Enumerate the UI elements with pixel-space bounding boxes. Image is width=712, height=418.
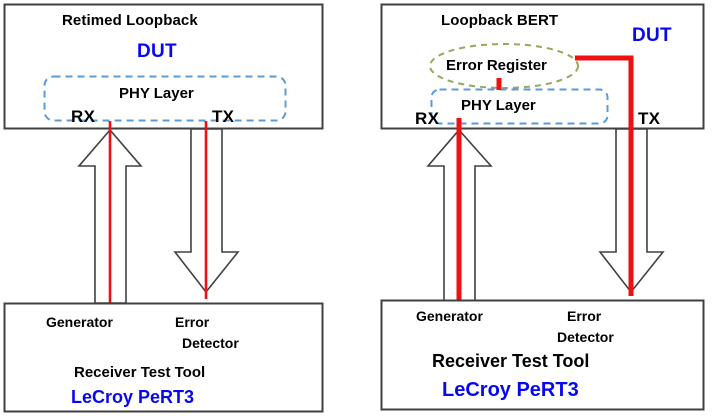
- right-error-detector-label-line2: Detector: [557, 329, 614, 345]
- left-phy-layer-label: PHY Layer: [119, 85, 194, 102]
- left-test-tool-box: [3, 302, 324, 413]
- right-phy-layer-dashed-box: [430, 88, 609, 125]
- right-generator-label: Generator: [416, 308, 483, 324]
- left-phy-layer-dashed-box: [43, 75, 287, 122]
- right-test-tool-name: Receiver Test Tool: [432, 351, 590, 371]
- right-test-tool-box: [380, 299, 705, 411]
- right-dut-title: Loopback BERT: [441, 12, 559, 29]
- left-dut-box: [3, 3, 324, 130]
- right-dut-box: [380, 3, 705, 130]
- left-error-detector-label-line2: Detector: [182, 335, 239, 351]
- right-error-detector-label-line1: Error: [567, 308, 602, 324]
- left-tx-port-label: TX: [212, 107, 235, 126]
- left-error-detector-label-line1: Error: [175, 314, 210, 330]
- left-dut-title: Retimed Loopback: [62, 12, 198, 29]
- right-phy-layer-label: PHY Layer: [461, 97, 536, 114]
- right-error-register-dashed-ellipse: [429, 43, 579, 89]
- left-product-name: LeCroy PeRT3: [71, 387, 195, 407]
- right-loopback-red-path: [575, 55, 634, 296]
- left-test-tool-name: Receiver Test Tool: [74, 364, 206, 381]
- right-rx-port-label: RX: [415, 109, 440, 128]
- right-product-name: LeCroy PeRT3: [442, 379, 579, 401]
- right-error-register-label: Error Register: [446, 57, 547, 74]
- left-dut-label: DUT: [137, 41, 177, 62]
- right-tx-port-label: TX: [638, 109, 661, 128]
- left-rx-port-label: RX: [71, 107, 96, 126]
- right-dut-label: DUT: [632, 25, 672, 46]
- left-generator-label: Generator: [46, 314, 113, 330]
